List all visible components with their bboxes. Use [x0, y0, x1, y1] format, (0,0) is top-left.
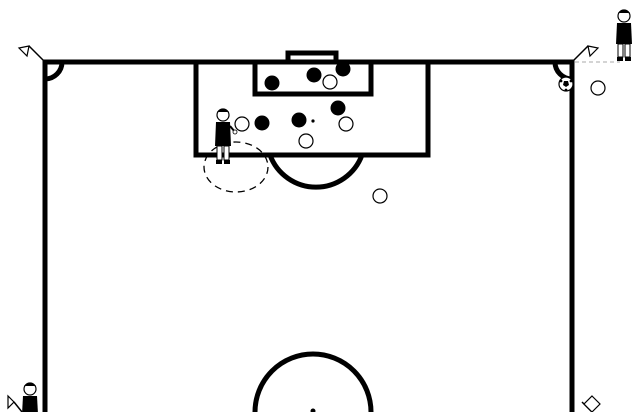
center-spot: [311, 409, 316, 412]
dark-marker: [265, 76, 280, 91]
penalty-arc: [270, 155, 362, 187]
light-marker: [373, 189, 387, 203]
dark-marker: [307, 68, 322, 83]
corner-flag-icon: [582, 396, 600, 412]
dark-marker: [336, 62, 351, 77]
center-circle: [255, 354, 371, 412]
assistant-figure-icon: [616, 10, 632, 62]
light-marker: [339, 117, 353, 131]
dark-marker: [292, 113, 307, 128]
goal: [288, 53, 336, 62]
light-marker: [323, 75, 337, 89]
pitch-lines: [45, 53, 572, 412]
light-marker: [591, 81, 605, 95]
corner-flag-icon: [19, 46, 45, 62]
ball-icon: [559, 77, 573, 91]
dark-marker: [331, 101, 346, 116]
light-marker: [235, 117, 249, 131]
corner-arc-right: [555, 62, 572, 79]
corner-arc-left: [45, 62, 62, 79]
penalty-spot: [311, 119, 314, 122]
pressing-zone: [204, 142, 268, 192]
light-marker: [299, 134, 313, 148]
coach-figure-icon: [22, 383, 38, 412]
pitch-boundary: [45, 62, 572, 412]
corner-flag-icon: [8, 396, 22, 412]
corner-flag-icon: [572, 46, 598, 62]
dark-marker: [255, 116, 270, 131]
